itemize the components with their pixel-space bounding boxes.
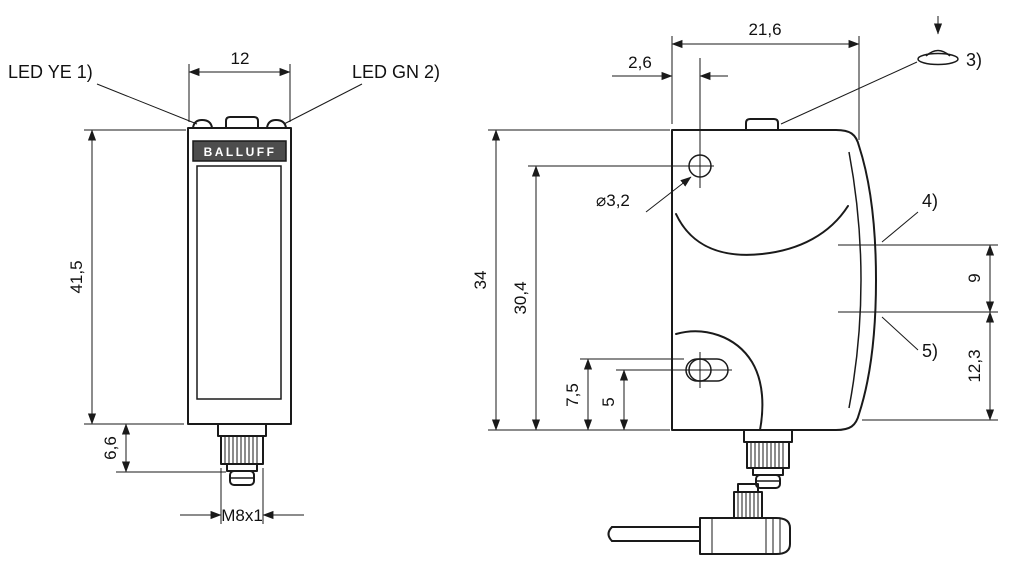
housing-wave-upper: [675, 205, 849, 256]
housing-wave-lower: [675, 330, 764, 431]
side-plug-collar: [743, 429, 793, 443]
led-green-label: LED GN 2): [352, 62, 440, 82]
dim-front-width-label: 12: [231, 49, 250, 68]
led-yellow-label: LED YE 1): [8, 62, 93, 82]
dim-beam-gap-label: 9: [965, 273, 984, 282]
front-plug-collar: [217, 423, 267, 437]
dim-hole-diameter: ⌀3,2: [596, 176, 692, 213]
side-body-outline: [671, 129, 877, 431]
dim-hole-height: 30,4: [511, 165, 686, 431]
callout-3-leader: [780, 61, 918, 125]
callout-4-leader: [881, 211, 919, 243]
dim-plug-length: 6,6: [101, 423, 226, 473]
dim-hole-offset: 2,6: [612, 53, 728, 81]
dim-hole-diameter-label: ⌀3,2: [596, 191, 630, 210]
connector-body: [699, 517, 791, 555]
dim-slot-top: 7,5: [563, 358, 684, 431]
brand-band: [192, 140, 287, 162]
lens-inner-edge: [848, 151, 862, 409]
side-thread-hatch: [750, 443, 784, 467]
led-yellow-bump: [192, 119, 213, 129]
callout-5: 5): [881, 316, 938, 361]
front-body-outline: [187, 127, 292, 425]
callout-3-label: 3): [966, 50, 982, 70]
led-green-bump: [266, 119, 287, 129]
callout-5-label: 5): [922, 341, 938, 361]
cable-end-cap: [607, 526, 613, 542]
callout-4: 4): [881, 191, 938, 243]
brand-logo: BALLUFF: [204, 145, 277, 159]
grip-ridges: [765, 519, 781, 553]
dim-thread: M8x1: [180, 468, 304, 525]
stub-thread-hatch: [737, 493, 759, 517]
callout-3: 3): [780, 16, 982, 125]
callout-5-leader: [881, 316, 919, 351]
dim-front-width: 12: [188, 49, 291, 122]
dim-thread-label: M8x1: [221, 506, 263, 525]
dim-beam-bottom-label: 12,3: [965, 349, 984, 382]
led-green-leader: [283, 83, 363, 125]
front-top-tab: [225, 116, 259, 129]
dim-side-height-label: 34: [471, 271, 490, 290]
dim-beam-bottom: 12,3: [862, 311, 998, 421]
front-plug-step: [226, 463, 258, 472]
connector-stub-tip: [737, 483, 759, 493]
front-window: [196, 165, 282, 400]
dim-beam-gap: 9: [965, 244, 995, 313]
dim-side-height: 34: [471, 129, 670, 431]
dim-plug-length-label: 6,6: [101, 436, 120, 460]
dim-front-height-label: 41,5: [67, 260, 86, 293]
side-top-button: [745, 118, 779, 131]
front-thread-hatch: [224, 437, 258, 463]
dim-side-width-label: 21,6: [748, 20, 781, 39]
led-dome-icon: [917, 49, 959, 66]
dim-slot-center-label: 5: [599, 397, 618, 406]
dim-hole-height-label: 30,4: [511, 281, 530, 314]
side-view: 21,6 2,6 34 30,4 7,5: [471, 16, 998, 489]
dim-front-height: 41,5: [67, 129, 186, 425]
side-plug-step: [752, 467, 784, 476]
callout-4-label: 4): [922, 191, 938, 211]
led-yellow-leader: [96, 83, 198, 125]
dim-slot-center: 5: [599, 369, 684, 431]
dim-slot-top-label: 7,5: [563, 383, 582, 407]
front-view: BALLUFF 12 41,5 6,6: [8, 49, 440, 525]
connector-detail: [607, 483, 791, 555]
dim-hole-offset-label: 2,6: [628, 53, 652, 72]
